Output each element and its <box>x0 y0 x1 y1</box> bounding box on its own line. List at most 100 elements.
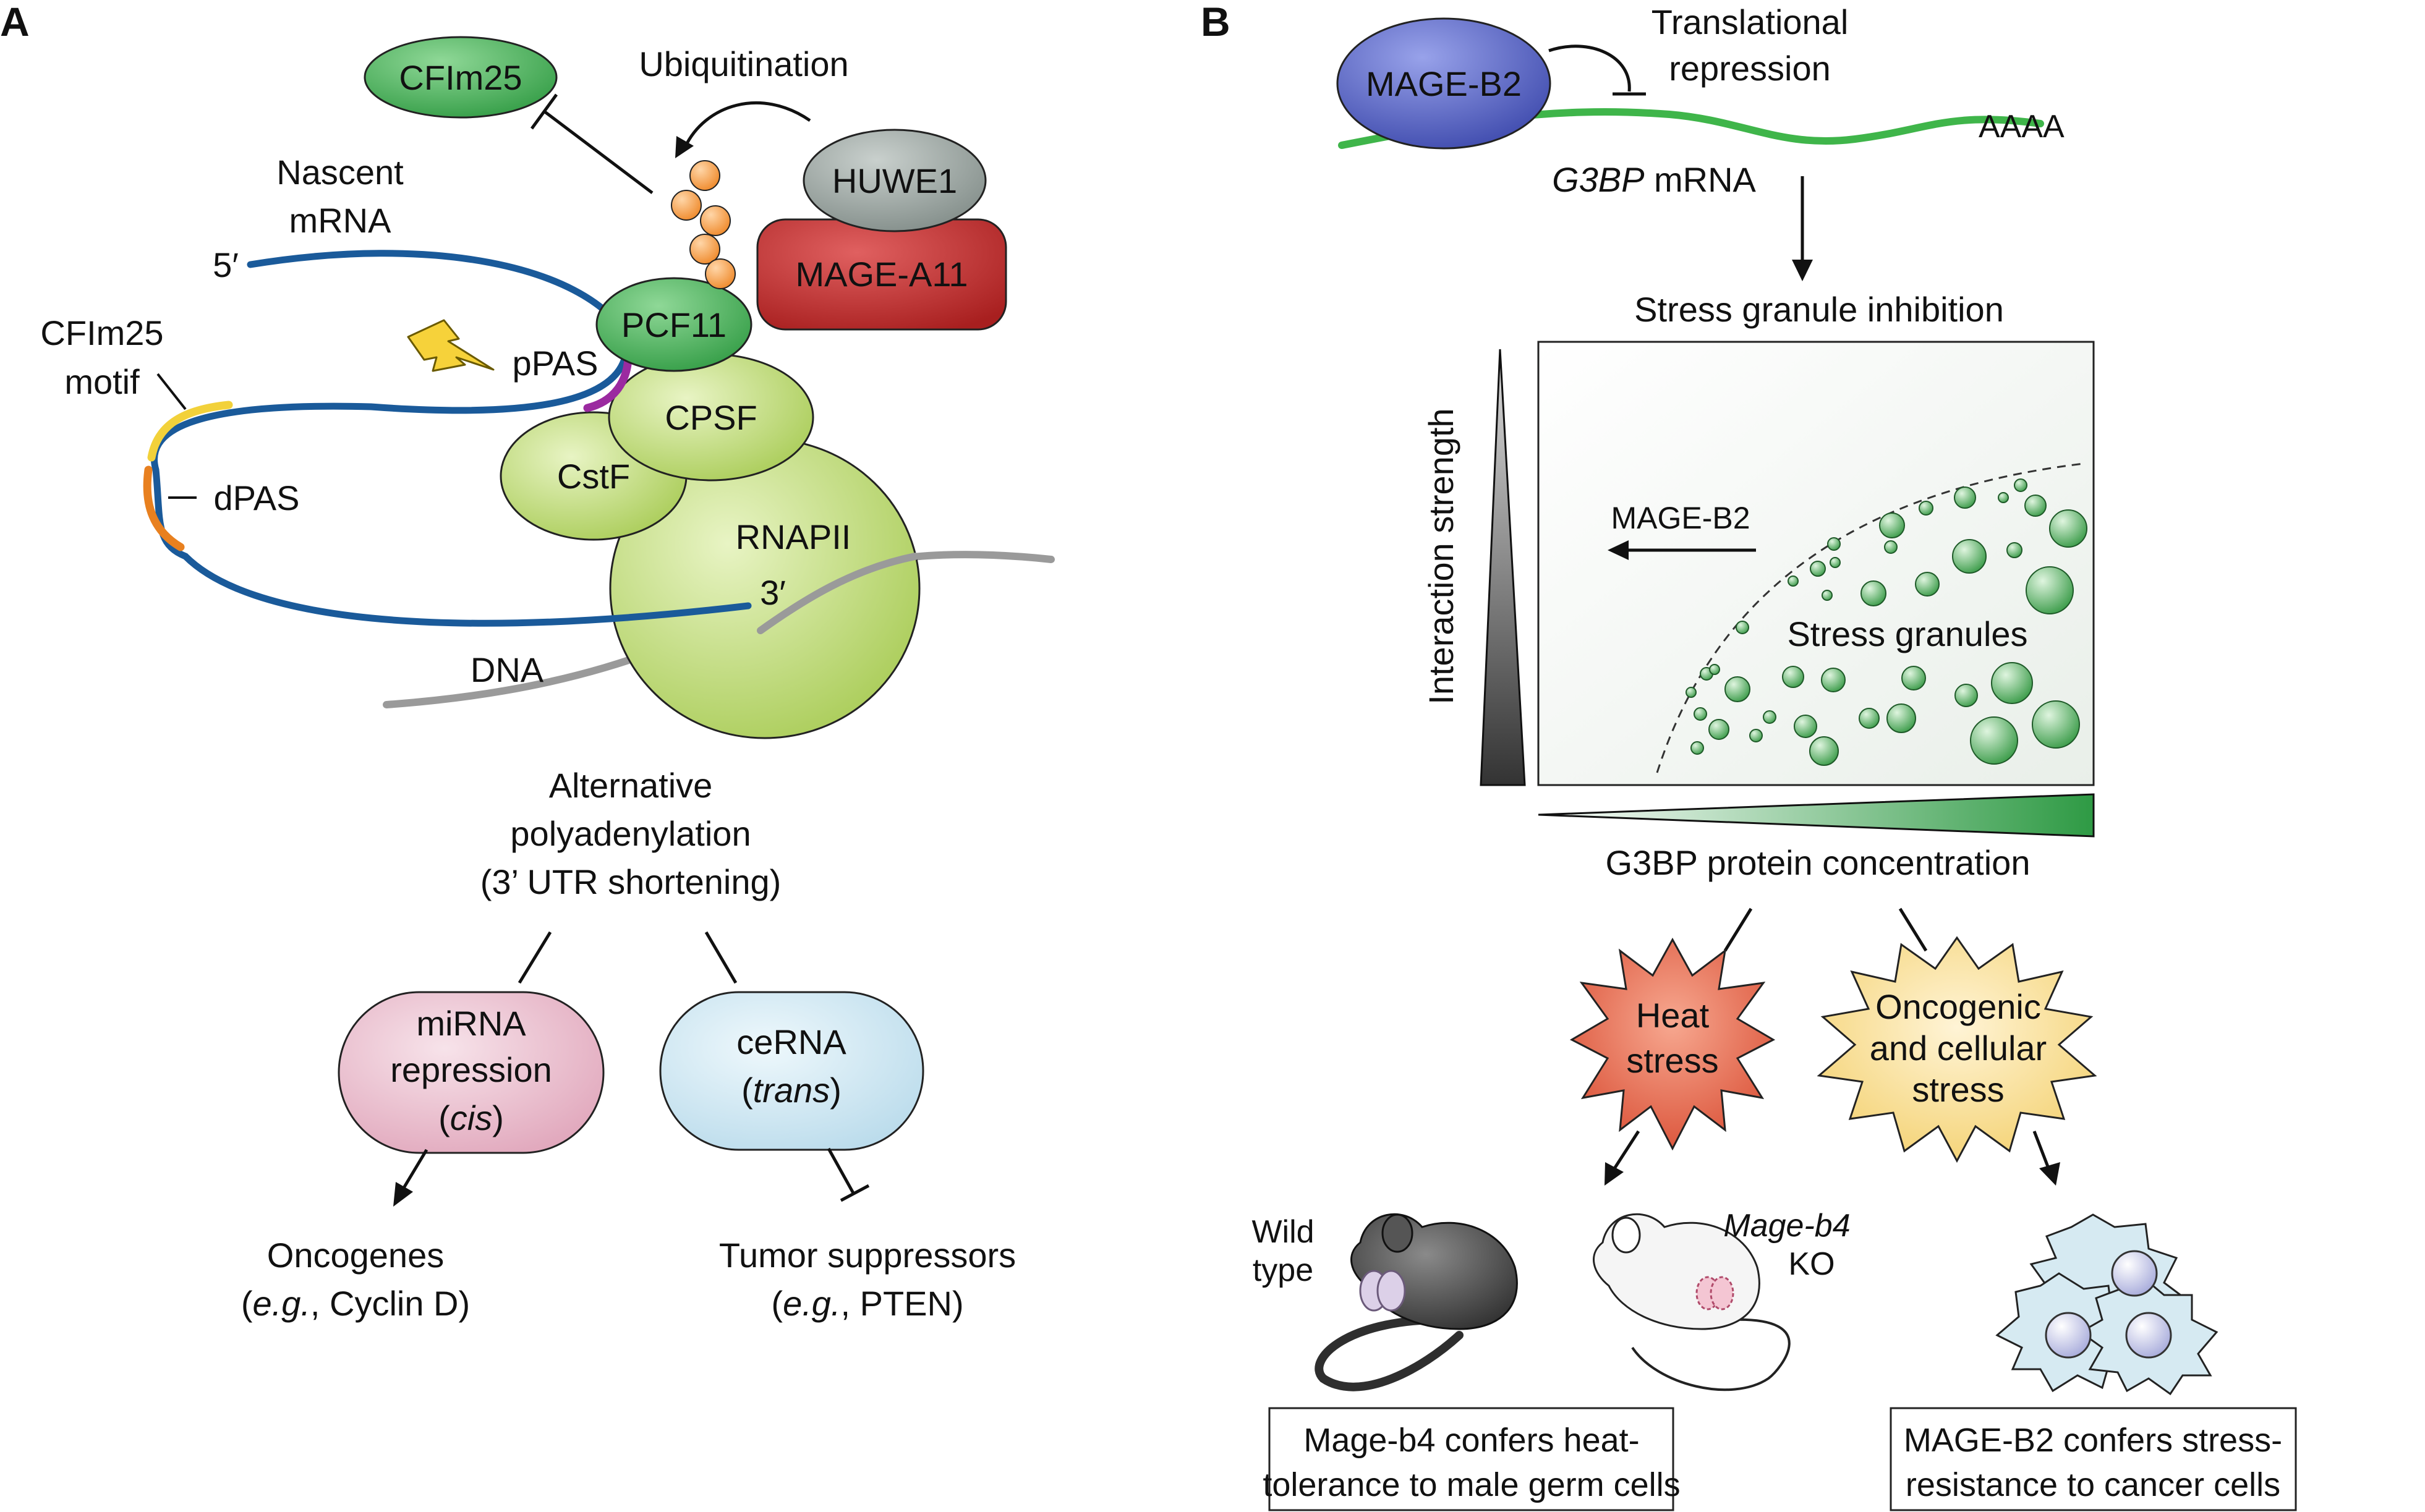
cfim25-motif-segment <box>147 401 233 462</box>
nascent-mrna <box>151 250 752 627</box>
cfim25-motif-label-line1: CFIm25 <box>40 313 163 352</box>
mage-b2-label: MAGE-B2 <box>1366 64 1522 103</box>
interaction-strength-bar <box>1480 349 1526 786</box>
heat-stress-connector <box>1723 907 1753 952</box>
huwe1-protein <box>803 129 987 232</box>
conclusion-heat-line2: tolerance to male germ cells <box>1263 1466 1680 1503</box>
cancer-cell-icon <box>1995 1213 2218 1396</box>
pcf11-protein <box>595 277 752 372</box>
huwe1-label: HUWE1 <box>832 161 957 200</box>
translational-repression-arrow <box>1548 45 1631 92</box>
aaaa-label: AAAA <box>1979 109 2065 145</box>
granule <box>1915 572 1940 597</box>
mirna-label-line3: (cis) <box>438 1098 504 1137</box>
granule <box>1709 664 1720 675</box>
granule <box>2032 700 2080 749</box>
onco-stress-label-line3: stress <box>1912 1070 2004 1109</box>
granule <box>2026 566 2074 614</box>
mouse-icon <box>1593 1213 1791 1391</box>
panel-b: MAGE-B2 Translational repression AAAA G3… <box>1251 2 2297 1511</box>
granule <box>1879 512 1905 538</box>
oncogene-arrowhead <box>393 1182 413 1207</box>
granule <box>1788 575 1799 587</box>
stress-granules <box>1686 478 2087 766</box>
granule <box>1736 621 1749 634</box>
granule <box>2049 509 2087 548</box>
wild-type-mouse-tail <box>1315 1315 1464 1391</box>
granule <box>1724 676 1750 702</box>
granule <box>2024 495 2047 517</box>
apa-label-line2: polyadenylation <box>510 814 751 853</box>
apa-label-line3: (3’ UTR shortening) <box>480 862 782 901</box>
mage-a11-label: MAGE-A11 <box>795 255 968 294</box>
granule <box>1708 719 1729 740</box>
ko-label-line1: Mage-b4 <box>1723 1208 1850 1244</box>
dpas-label: dPAS <box>213 478 299 517</box>
heat-stress-label-line1: Heat <box>1636 996 1710 1035</box>
stress-granules-label: Stress granules <box>1787 614 2027 653</box>
three-prime-label: 3′ <box>760 573 786 612</box>
granule <box>1954 486 1976 509</box>
panel-label-b: B <box>1201 0 1230 45</box>
granule <box>1809 736 1839 766</box>
granule <box>1782 666 1804 688</box>
branch-line-left <box>518 931 552 984</box>
suppressor-inhibition-bar <box>840 1184 870 1202</box>
mage-b2-shift-label: MAGE-B2 <box>1611 501 1750 535</box>
granule <box>1822 590 1833 601</box>
granule <box>1827 537 1841 551</box>
ko-mouse-tail-inner <box>1636 1320 1778 1385</box>
mirna-label-line1: miRNA <box>416 1004 526 1043</box>
ppas-label: pPAS <box>512 344 598 383</box>
lightning-icon <box>407 319 495 372</box>
granule <box>1694 707 1707 721</box>
heat-stress-label-line2: stress <box>1626 1041 1718 1080</box>
pcf11-label: PCF11 <box>621 305 727 344</box>
cancer-cell-nucleus <box>2111 1250 2158 1297</box>
granule <box>1884 540 1898 554</box>
mouse-icon <box>1315 1213 1518 1391</box>
granule <box>1886 703 1916 733</box>
cpsf-label: CPSF <box>665 398 757 437</box>
granule <box>2014 478 2027 492</box>
phase-boundary <box>1656 462 2084 773</box>
heat-to-mouse-arrow-line <box>1611 1130 1640 1173</box>
conclusion-heat-line1: Mage-b4 confers heat- <box>1303 1422 1639 1459</box>
mirna-repression-node <box>338 991 605 1154</box>
ko-mouse-tail <box>1631 1318 1791 1391</box>
granule <box>1810 561 1826 577</box>
ubiquitination-arrowhead <box>675 136 694 158</box>
cfim25-inhibition-bar <box>530 93 558 130</box>
g3bp-mrna-label: G3BP mRNA <box>1552 160 1756 199</box>
ko-label-line2: KO <box>1788 1246 1835 1282</box>
granule <box>1860 580 1886 606</box>
granule <box>1794 715 1817 738</box>
cfim25-motif-label-line2: motif <box>64 362 140 401</box>
heat-to-mouse-arrowhead <box>1605 1162 1624 1186</box>
suppressors-label-line2: (e.g., PTEN) <box>771 1284 963 1323</box>
mage-b2-shift-arrowhead <box>1608 540 1629 560</box>
branch-line-right <box>704 931 738 984</box>
five-prime-label: 5′ <box>213 245 239 284</box>
cancer-cell-nucleus <box>2045 1312 2092 1359</box>
onco-to-cells-arrow-line <box>2032 1131 2052 1172</box>
ubiquitination-arrow <box>683 101 811 148</box>
dna-strand-front <box>757 553 919 634</box>
translational-label-line2: repression <box>1669 49 1830 88</box>
oncogene-arrow-line <box>399 1149 428 1194</box>
cerna-label-line2: (trans) <box>741 1071 842 1110</box>
suppressors-label-line1: Tumor suppressors <box>719 1236 1016 1275</box>
ubiquitin-chain-icon <box>671 160 736 289</box>
oncogenes-label-line1: Oncogenes <box>267 1236 444 1275</box>
granule <box>1821 668 1846 692</box>
granule <box>1970 716 2018 765</box>
onco-stress-label-line2: and cellular <box>1870 1029 2047 1068</box>
apa-label-line1: Alternative <box>549 766 713 805</box>
granule <box>2006 542 2022 558</box>
heat-stress-burst <box>1569 937 1776 1151</box>
translational-label-line1: Translational <box>1651 2 1849 41</box>
granule <box>1901 666 1926 690</box>
oncogenes-label-line2: (e.g., Cyclin D) <box>241 1284 470 1323</box>
granule <box>1998 492 2009 503</box>
panel-label-a: A <box>0 0 30 45</box>
